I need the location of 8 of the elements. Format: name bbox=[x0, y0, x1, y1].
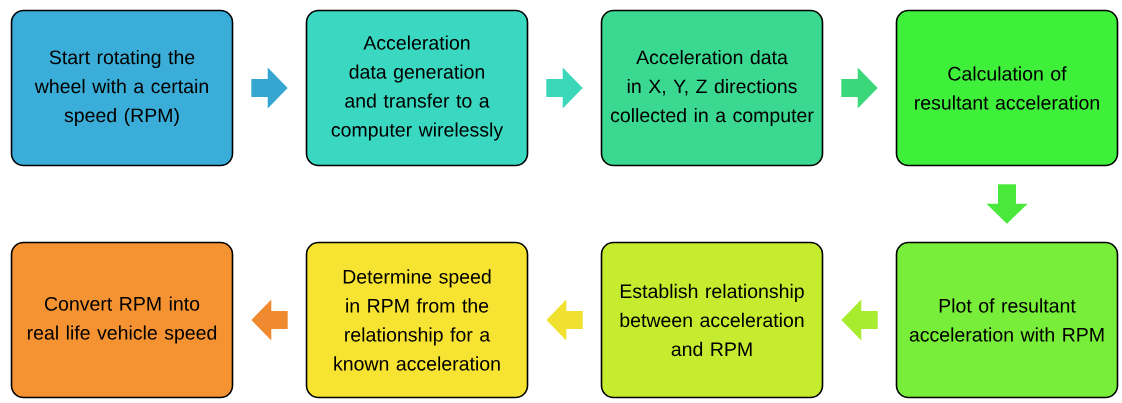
process-box: Calculation of resultant acceleration bbox=[895, 9, 1119, 167]
process-box: Start rotating the wheel with a certain speed (RPM) bbox=[10, 9, 234, 167]
process-box: Acceleration data generation and transfer to a computer wirelessly bbox=[305, 9, 529, 167]
process-box: Convert RPM into real life vehicle speed bbox=[10, 241, 234, 399]
process-box: Plot of resultant acceleration with RPM bbox=[895, 241, 1119, 399]
process-box: Establish relationship between acceleration and RPM bbox=[600, 241, 824, 399]
process-box: Acceleration data in X, Y, Z directions collected in a computer bbox=[600, 9, 824, 167]
process-box: Determine speed in RPM from the relationship for a known acceleration bbox=[305, 241, 529, 399]
